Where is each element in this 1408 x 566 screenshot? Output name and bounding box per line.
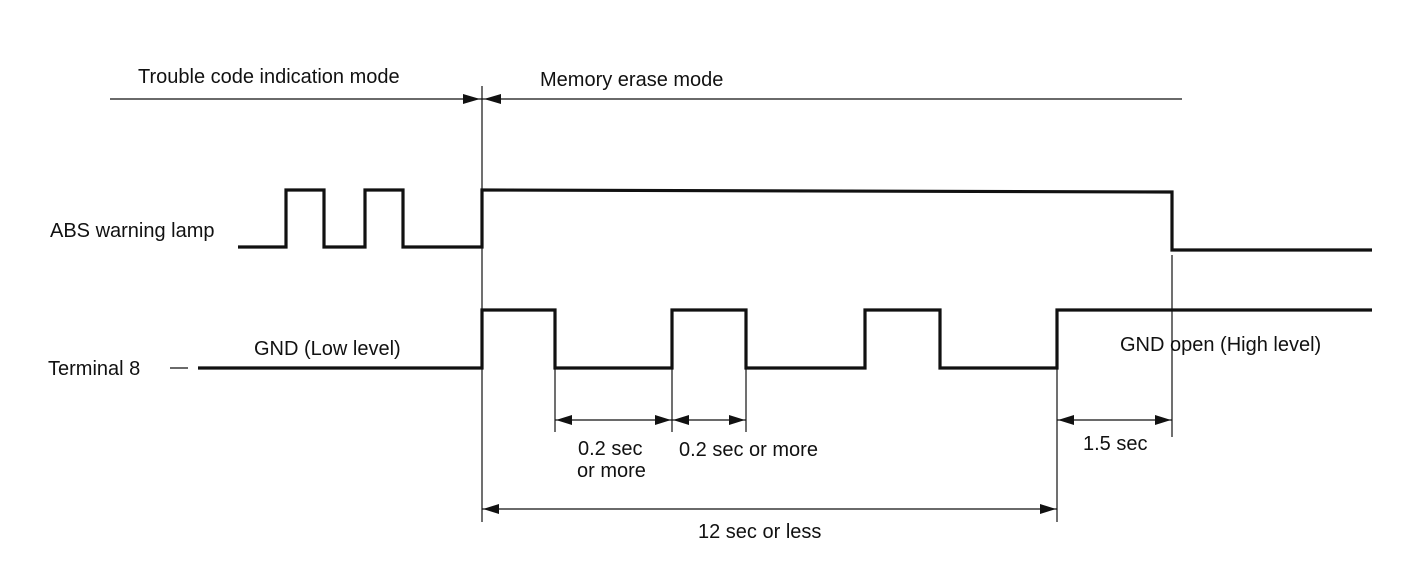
low-duration-dimension	[555, 415, 672, 425]
gnd-open-high-level-label: GND open (High level)	[1120, 334, 1321, 356]
dim-arrow-left-icon	[556, 415, 572, 425]
trouble-code-mode-label: Trouble code indication mode	[138, 66, 400, 88]
dim-arrow-left-icon	[1058, 415, 1074, 425]
mode-arrow-left-icon	[463, 94, 480, 104]
total-duration-dimension	[482, 504, 1057, 514]
low-duration-label-line2: or more	[577, 460, 646, 482]
reference-lines	[554, 255, 1173, 522]
dim-arrow-right-icon	[729, 415, 745, 425]
terminal-8-waveform	[198, 308, 1372, 370]
memory-erase-mode-label: Memory erase mode	[540, 69, 723, 91]
high-duration-dimension	[672, 415, 746, 425]
dim-arrow-left-icon	[483, 504, 499, 514]
gnd-low-level-label: GND (Low level)	[254, 338, 401, 360]
mode-boundary	[110, 86, 1182, 522]
high-duration-label: 0.2 sec or more	[679, 439, 818, 461]
dim-arrow-right-icon	[655, 415, 671, 425]
delay-label: 1.5 sec	[1083, 433, 1147, 455]
abs-warning-lamp-label: ABS warning lamp	[50, 220, 215, 242]
dim-arrow-right-icon	[1040, 504, 1056, 514]
total-duration-label: 12 sec or less	[698, 521, 821, 543]
mode-arrow-right-icon	[484, 94, 501, 104]
terminal-8-label: Terminal 8	[48, 358, 140, 380]
dim-arrow-left-icon	[673, 415, 689, 425]
delay-dimension	[1057, 415, 1172, 425]
abs-lamp-waveform	[238, 188, 1372, 252]
dim-arrow-right-icon	[1155, 415, 1171, 425]
low-duration-label-line1: 0.2 sec	[578, 438, 642, 460]
